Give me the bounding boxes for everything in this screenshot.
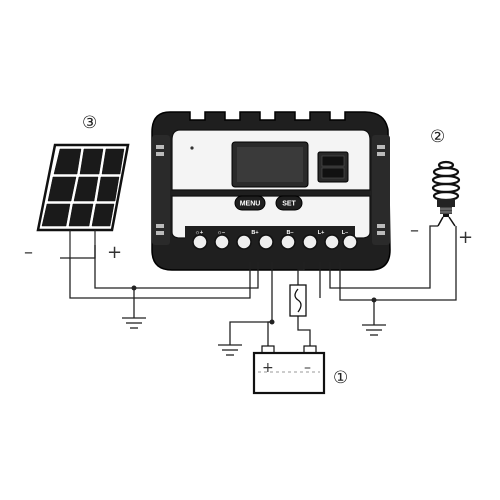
battery-plus-sign: + bbox=[262, 360, 274, 376]
wiring bbox=[60, 225, 457, 350]
callout-solar-panel: ③ bbox=[82, 113, 97, 133]
wire-junctions bbox=[131, 285, 377, 325]
battery-minus-sign: – bbox=[304, 360, 311, 376]
ground-symbol-battery bbox=[218, 344, 242, 356]
ground-symbol-panel bbox=[122, 317, 146, 329]
solar-panel-plus-sign: + bbox=[107, 242, 122, 263]
terminal-label-load-minus: L– bbox=[342, 230, 348, 236]
terminal-label-pv-plus: ☼+ bbox=[195, 230, 203, 236]
menu-button[interactable]: MENU bbox=[234, 195, 266, 211]
terminal-strip: ☼+ ☼– B+ B– L+ L– bbox=[185, 226, 358, 252]
load-bulb bbox=[431, 160, 461, 227]
load-bulb-minus-sign: – bbox=[410, 220, 419, 241]
solar-panel bbox=[36, 143, 130, 258]
terminal-label-pv-minus: ☼– bbox=[217, 230, 225, 236]
callout-battery: ① bbox=[333, 368, 348, 388]
terminal-label-battery-plus: B+ bbox=[251, 230, 258, 236]
terminal-label-load-plus: L+ bbox=[318, 230, 325, 236]
set-button[interactable]: SET bbox=[275, 195, 303, 211]
fuse bbox=[289, 284, 307, 317]
load-bulb-plus-sign: + bbox=[458, 227, 473, 248]
battery bbox=[252, 345, 326, 395]
set-button-label: SET bbox=[282, 201, 296, 208]
menu-button-label: MENU bbox=[240, 201, 261, 208]
ground-symbol-load bbox=[362, 324, 386, 336]
callout-load: ② bbox=[430, 127, 445, 147]
terminal-label-battery-minus: B– bbox=[286, 230, 293, 236]
solar-panel-minus-sign: – bbox=[24, 242, 33, 263]
